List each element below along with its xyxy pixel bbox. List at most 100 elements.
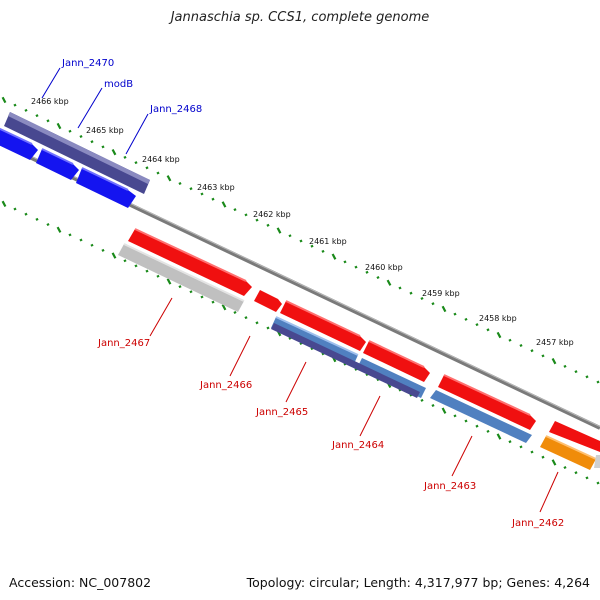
gene-label-jann-2464[interactable]: Jann_2464 [331,440,384,451]
scale-tick [79,238,83,242]
gene-bar-jann-2462[interactable] [549,421,600,452]
gene-label-jann-2462[interactable]: Jann_2462 [511,518,564,529]
gene-label-jann-2470[interactable]: Jann_2470 [61,58,114,69]
scale-tick [519,445,523,449]
gene-bar-orange[interactable] [540,436,596,470]
scale-tick [24,212,28,216]
gene-bar-jann-2468[interactable] [76,168,136,208]
gene-bar-jann-2466[interactable] [254,290,282,312]
scale-tick [145,269,149,273]
scale-tick [56,122,62,130]
scale-tick [288,234,292,238]
gene-label-modb[interactable]: modB [104,79,133,90]
scale-tick [134,264,138,268]
gene-bar-jann-2467[interactable] [128,229,252,296]
scale-tick [398,286,402,290]
scale-tick [486,328,490,332]
scale-tick [519,343,523,348]
scale-tick [123,155,127,159]
scale-tick [431,403,435,408]
scale-tick [464,317,468,321]
scale-tick [211,300,215,304]
scale-tick [508,338,512,342]
gene-label-jann-2466[interactable]: Jann_2466 [199,380,252,391]
gene-bar-blue-highlight-2 [41,148,74,165]
gene-bar-jann-2464[interactable] [363,341,430,382]
gene-bar-steel-3[interactable] [430,390,532,443]
scale-tick [211,197,215,201]
scale-tick [46,223,50,227]
gene-bar-steel-highlight [275,316,359,356]
scale-tick [441,407,447,414]
scale-tick [244,213,248,217]
scale-tick [596,380,600,384]
scale-tick [496,433,502,440]
gene-bar-navy-lower[interactable] [271,323,420,398]
scale-tick [563,364,567,368]
scale-tick [563,466,567,470]
scale-tick [420,296,424,300]
scale-tick [68,129,72,133]
scale-tick [156,171,160,175]
scale-tick [68,233,72,237]
leader-jann-2463 [451,435,473,477]
scale-tick [233,208,237,212]
scale-tick [266,326,270,330]
scale-tick [56,226,62,233]
scale-tick [13,207,17,211]
scale-tick [221,201,227,208]
scale-tick [453,414,457,418]
scale-tick [166,175,172,182]
leader-jann-2468 [125,113,149,155]
kbp-label-2466: 2466 kbp [31,97,69,106]
gene-label-jann-2465[interactable]: Jann_2465 [255,407,308,418]
gene-bar-jann-2465[interactable] [280,301,366,351]
scale-tick [134,161,138,165]
scale-tick [244,316,248,320]
scale-tick [123,259,127,263]
scale-tick [331,253,337,260]
scale-tick [420,398,424,402]
kbp-label-2459: 2459 kbp [422,289,460,298]
topology-text: Topology: circular; Length: 4,317,977 bp… [246,575,590,590]
scale-tick [574,471,578,475]
leader-jann-2466 [229,335,251,377]
scale-tick [574,370,578,374]
gene-bar-blue-highlight [0,127,33,145]
scale-tick [166,278,172,285]
scale-tick [145,166,149,170]
scale-tick [585,375,589,379]
kbp-label-2465: 2465 kbp [86,126,124,135]
scale-tick [189,290,193,294]
scale-tick [24,108,28,112]
gene-bar-navy-top-shade [8,112,150,184]
scale-tick [178,181,182,186]
gene-bar-jann-2470[interactable] [0,128,38,160]
scale-tick [111,252,117,259]
scale-tick [496,331,502,339]
gene-bar-navy-top[interactable] [4,112,150,194]
genome-title: Jannaschia sp. CCS1, complete genome [170,10,430,25]
scale-tick [486,429,490,433]
scale-tick [233,310,237,314]
scale-tick [221,304,227,311]
scale-tick [101,145,105,149]
scale-tick [530,450,534,454]
gene-bar-modb[interactable] [36,149,79,180]
kbp-label-2458: 2458 kbp [479,314,517,323]
leader-jann-2464 [359,395,381,437]
kbp-label-2457: 2457 kbp [536,338,574,347]
scale-tick [441,305,447,313]
gene-bar-grey-shade [123,243,245,302]
gene-bar-grey[interactable] [118,244,244,312]
scale-tick [530,349,534,353]
gene-label-jann-2467[interactable]: Jann_2467 [97,338,150,349]
scale-tick [551,357,557,365]
scale-tick [90,140,94,144]
scale-tick [365,270,369,274]
gene-bar-jann-2463[interactable] [438,375,536,430]
gene-label-jann-2463[interactable]: Jann_2463 [423,481,476,492]
kbp-label-2461: 2461 kbp [309,237,347,246]
gene-label-jann-2468[interactable]: Jann_2468 [149,104,202,115]
